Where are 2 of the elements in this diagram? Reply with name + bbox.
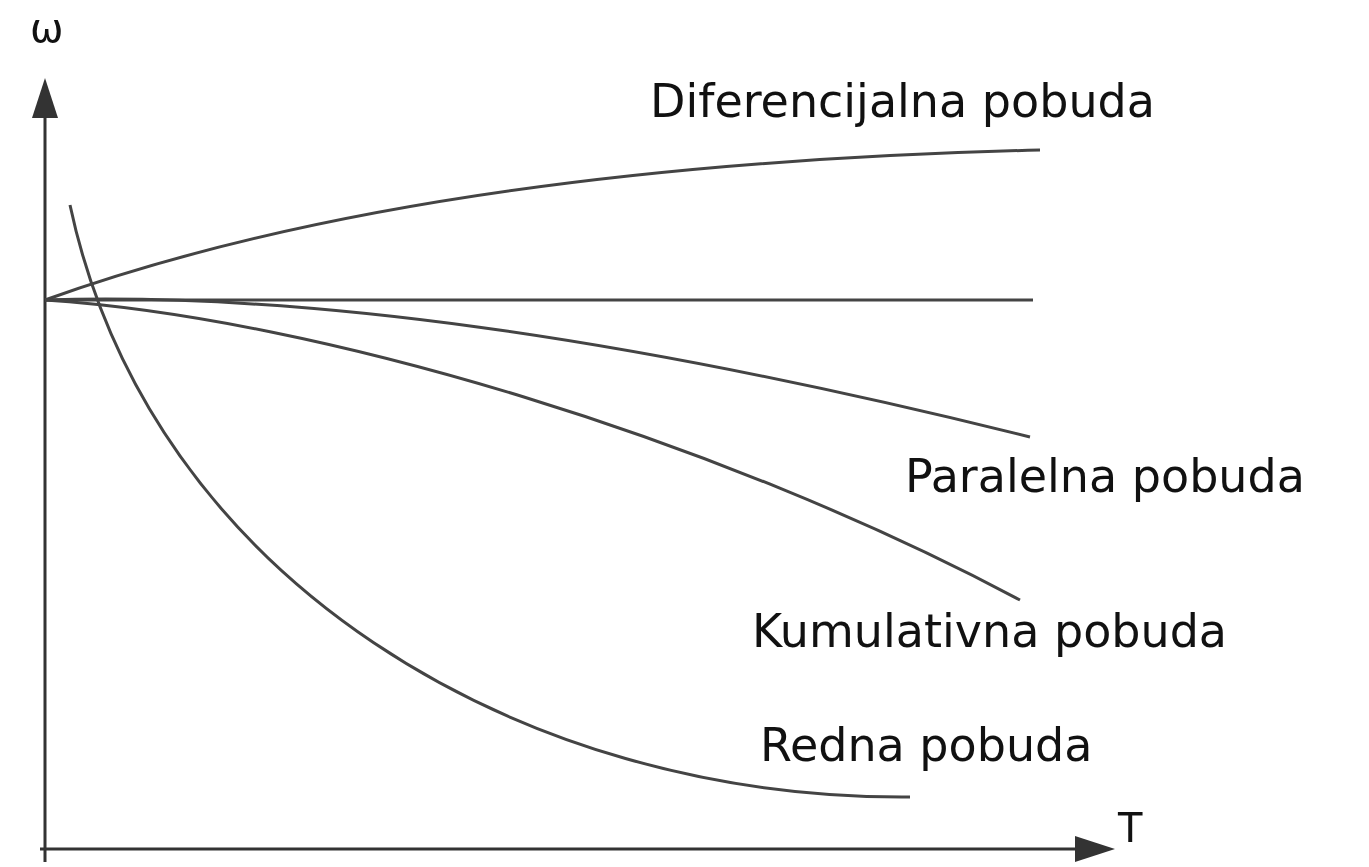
axis-label: T [1118,808,1143,848]
axis-label: ω [30,8,64,48]
